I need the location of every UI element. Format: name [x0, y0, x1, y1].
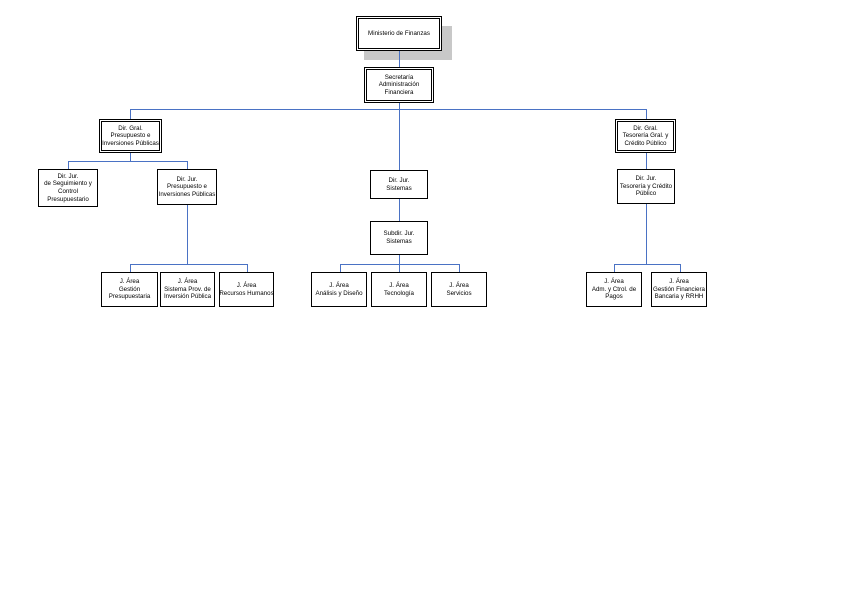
node-label-line: Público	[635, 190, 657, 198]
node-label-line: Gestión Financiera	[653, 285, 705, 293]
node-label-line: Tecnología	[384, 289, 414, 297]
node-label-line: Presupuesto e	[110, 132, 151, 140]
connector	[68, 161, 69, 169]
node-subdir-sistemas: Subdir. Jur.Sistemas	[370, 221, 428, 255]
node-label-line: Dir. Jur.	[176, 175, 198, 183]
node-label-line: Presupuesto e	[167, 183, 207, 191]
node-label-line: J. Área	[449, 281, 469, 289]
node-label-line: Crédito Público	[624, 139, 667, 147]
node-label-line: Gestión	[118, 285, 141, 293]
node-label-line: Secretaría	[384, 73, 414, 81]
connector	[399, 255, 400, 272]
node-label-line: Control	[58, 188, 78, 195]
node-label-line: Dir. Jur.	[57, 172, 79, 180]
connector	[614, 264, 615, 272]
node-label-line: J. Área	[119, 278, 140, 286]
node-label-line: Recursos Humanos	[219, 289, 274, 297]
node-label-line: Dir. Gral.	[118, 124, 143, 132]
node-label-line: Servicios	[446, 289, 472, 297]
node-label-line: Inversiones Públicas	[102, 139, 159, 147]
node-label-line: Pagos	[605, 293, 623, 301]
node-label-line: Bancaria y RRHH	[654, 293, 704, 301]
node-label-line: Tesorería y Crédito	[619, 182, 673, 190]
connector	[187, 161, 188, 169]
connector	[646, 109, 647, 119]
node-label-line: Sistemas	[386, 238, 412, 245]
node-label-line: Análisis y Diseño	[315, 289, 363, 297]
node-label-line: Inversión Pública	[163, 293, 212, 301]
node-label-line: Presupuestaria	[108, 293, 151, 301]
connector	[130, 109, 131, 119]
connector	[399, 103, 400, 170]
connector	[680, 264, 681, 272]
connector	[187, 205, 188, 265]
connector	[614, 264, 680, 265]
connector	[646, 204, 647, 265]
connector	[399, 51, 400, 67]
connector	[247, 264, 248, 272]
node-label-line: Presupuestario	[47, 195, 89, 203]
node-label-line: Dir. Jur.	[635, 175, 657, 183]
connector	[130, 264, 131, 272]
node-label-line: Tesorería Gral. y	[622, 132, 669, 140]
node-label-line: de Seguimiento y	[44, 180, 92, 188]
node-label-line: Adm. y Ctrol. de	[591, 285, 637, 293]
connector	[399, 199, 400, 221]
node-dir-jur-sistemas: Dir. Jur.Sistemas	[370, 170, 428, 199]
connector	[68, 161, 187, 162]
node-label-line: Ministerio de Finanzas	[368, 29, 430, 37]
node-ministerio: Ministerio de Finanzas	[356, 16, 442, 51]
node-label-line: J. Área	[177, 278, 198, 286]
connector	[340, 264, 341, 272]
connector	[340, 264, 459, 265]
node-label-line: Financiera	[384, 88, 414, 96]
node-label-line: J. Área	[604, 278, 624, 286]
node-label-line: Subdir. Jur.	[383, 230, 415, 238]
node-label-line: Administración	[378, 81, 420, 89]
node-label-line: Sistemas	[386, 184, 412, 192]
node-label-line: J. Área	[236, 281, 257, 289]
connector	[646, 153, 647, 169]
connector	[130, 109, 646, 110]
node-label-line: J. Área	[669, 278, 689, 286]
connector	[459, 264, 460, 272]
node-label-line: J. Área	[389, 281, 409, 289]
node-label-line: J. Área	[329, 281, 349, 289]
connector	[130, 264, 247, 265]
node-label-line: Sistema Prov. de	[164, 285, 211, 293]
node-label-line: Inversiones Públicas	[158, 190, 216, 198]
node-label-line: Dir. Gral.	[633, 124, 658, 132]
node-label-line: Dir. Jur.	[388, 176, 410, 184]
connector	[130, 153, 131, 162]
